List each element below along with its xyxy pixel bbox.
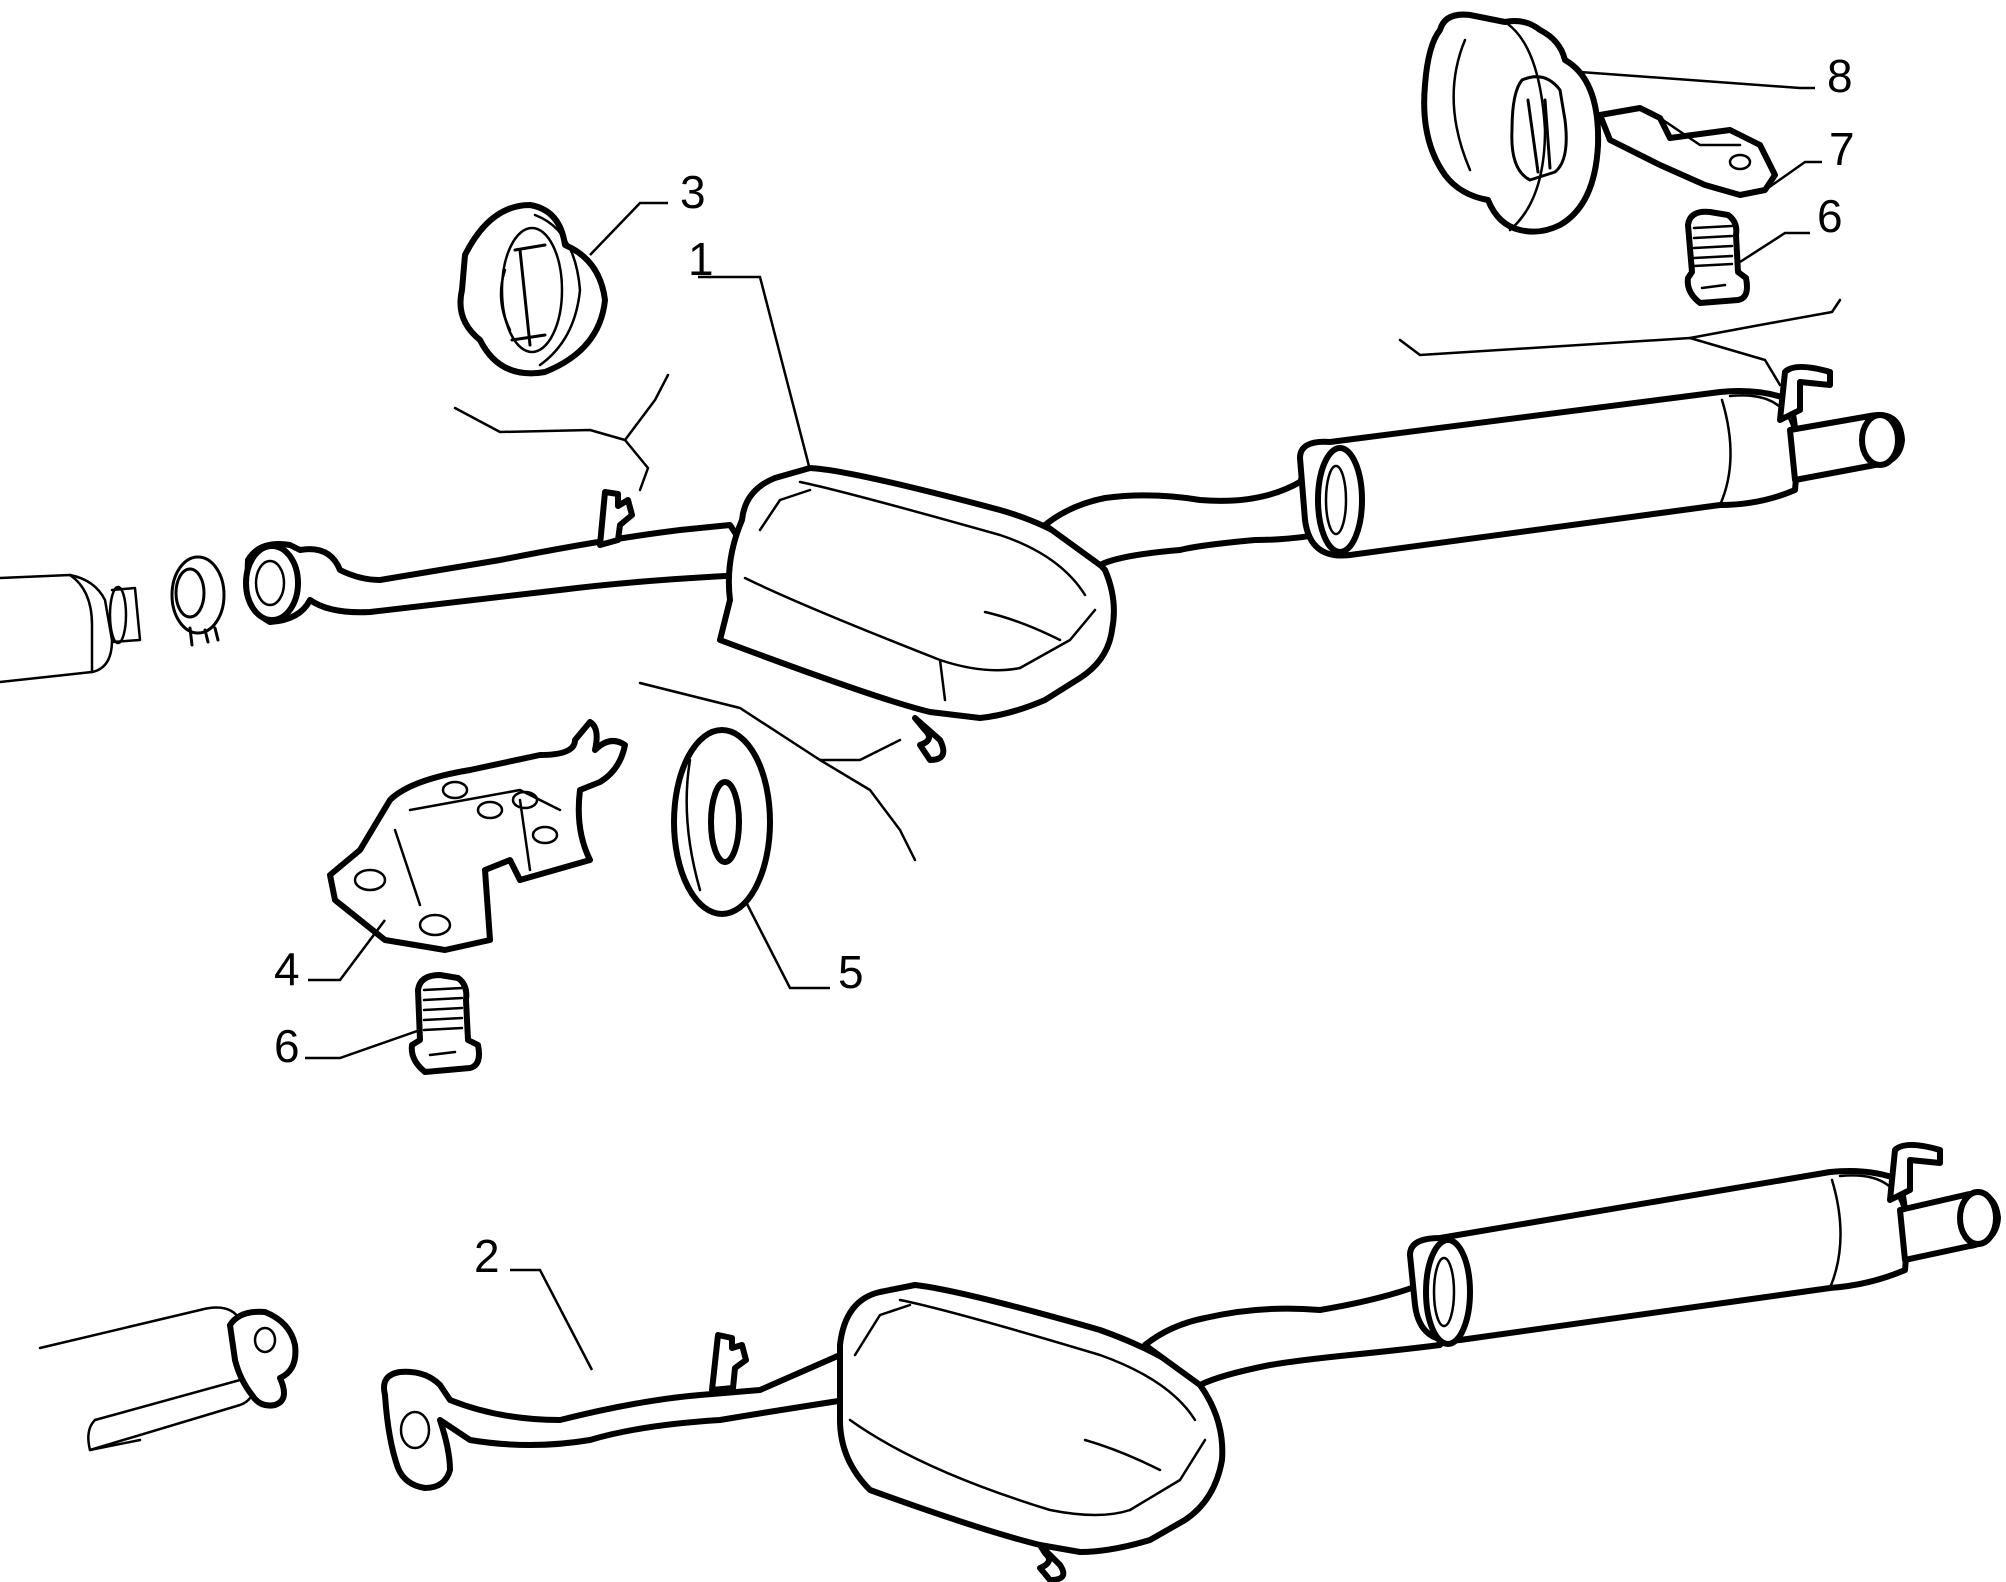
callout-7: 7: [1829, 123, 1855, 175]
callout-3: 3: [680, 166, 706, 218]
bolt-6-upper: [1684, 208, 1750, 306]
leader-2: [510, 1268, 594, 1371]
rubber-mount-8: [1421, 11, 1602, 235]
rubber-mount-3: [457, 202, 608, 377]
leader-5: [743, 899, 830, 990]
callout-2: 2: [474, 1230, 500, 1282]
clamp-ring: [170, 555, 226, 647]
lower-exhaust-assembly: [38, 1142, 2001, 1582]
bracket-7: [1597, 105, 1778, 198]
callout-leaders: [305, 70, 1822, 1371]
upper-exhaust-assembly: [0, 298, 1905, 862]
callout-5: 5: [838, 946, 864, 998]
leader-8: [1579, 70, 1815, 90]
callout-1: 1: [688, 233, 714, 285]
exhaust-pipe-assembly-2: [381, 1142, 2001, 1582]
leader-7: [1767, 160, 1822, 190]
front-pipe-stub: [0, 573, 142, 684]
body-reference-lines: [453, 298, 1842, 862]
leader-6-lower: [305, 1028, 421, 1060]
lower-front-pipe-stub: [38, 1306, 299, 1452]
leader-1: [698, 275, 812, 471]
leader-4: [308, 919, 386, 982]
callout-6-upper: 6: [1817, 190, 1843, 242]
callout-4: 4: [274, 943, 300, 995]
callout-8: 8: [1827, 50, 1853, 102]
leader-3: [589, 201, 668, 256]
exhaust-pipe-assembly-1: [243, 364, 1905, 763]
mounting-bracket-4: [327, 719, 628, 953]
callout-6-lower: 6: [274, 1020, 300, 1072]
bolt-6-lower: [408, 972, 482, 1075]
gasket-ring-5: [671, 727, 773, 917]
callout-numbers: 1 2 3 4 5 6 6 7 8: [274, 50, 1855, 1282]
leader-6-upper: [1739, 231, 1810, 264]
